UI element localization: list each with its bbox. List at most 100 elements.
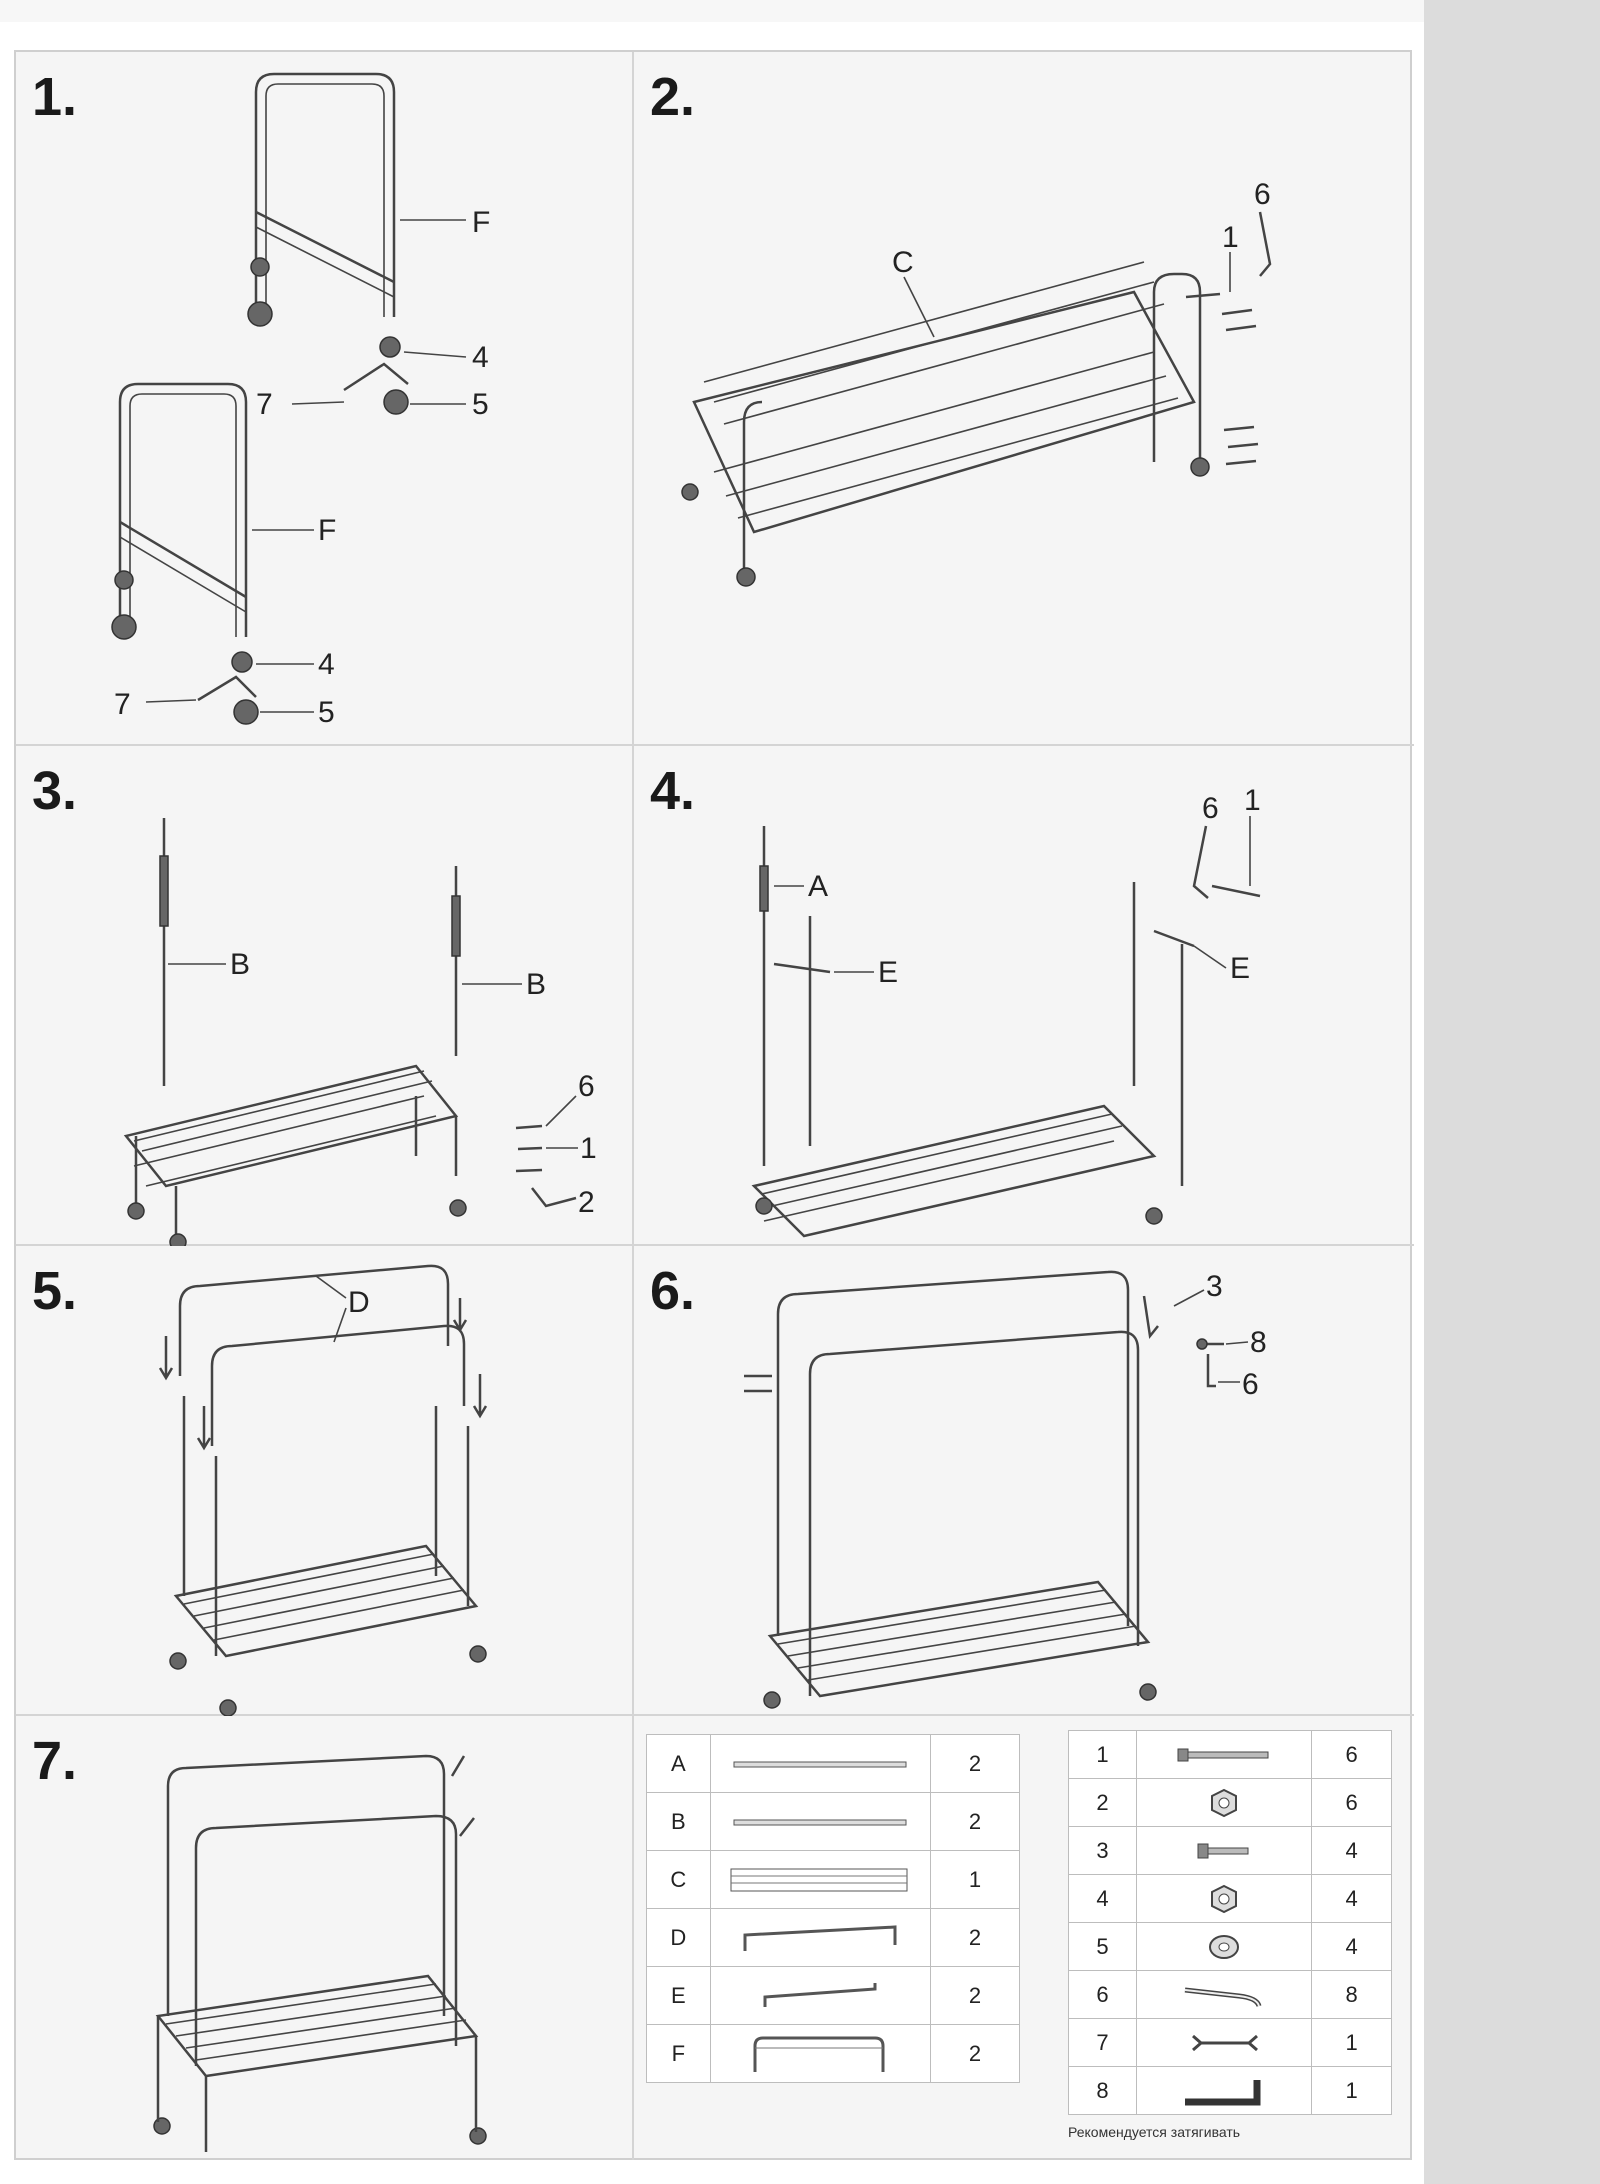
- label-side-bar: E: [878, 956, 898, 989]
- wrench-icon: [1135, 2018, 1313, 2067]
- bent-rail-icon: [709, 1908, 931, 1967]
- part-qty: 2: [929, 1966, 1021, 2025]
- hex-key-icon: [1192, 825, 1209, 899]
- label-top-rail: D: [348, 1286, 370, 1319]
- part-number: 5: [1068, 1922, 1137, 1971]
- table-row: D 2: [646, 1908, 1021, 1967]
- parts-table-numbers: 1 6 2 6 3 4 4 4 5 4 6 8 7 1 8 1: [1068, 1730, 1392, 2115]
- short-bolt-icon: [1135, 1826, 1313, 1875]
- step-5-diagram: D: [158, 1264, 488, 1716]
- table-row: E 2: [646, 1966, 1021, 2025]
- step-6-diagram: 3 8 6: [744, 1270, 1267, 1709]
- step-5-panel: 5. D: [16, 1246, 634, 1716]
- part-number: 8: [1068, 2066, 1137, 2115]
- step-number: 3.: [32, 761, 78, 821]
- part-letter: B: [646, 1792, 711, 1851]
- part-number: 7: [1068, 2018, 1137, 2067]
- u-frame-icon: [709, 2024, 931, 2083]
- label-caster: 5: [318, 696, 335, 729]
- part-letter: E: [646, 1966, 711, 2025]
- part-qty: 6: [1311, 1730, 1392, 1779]
- nut-icon: [1135, 1778, 1313, 1827]
- step-7-diagram: [153, 1754, 487, 2152]
- part-letter: C: [646, 1850, 711, 1909]
- table-row: A 2: [646, 1734, 1021, 1793]
- hex-key-icon: [1206, 1354, 1216, 1388]
- table-row: 2 6: [1068, 1778, 1392, 1827]
- step-number: 7.: [32, 1731, 78, 1791]
- part-qty: 6: [1311, 1778, 1392, 1827]
- top-margin: [0, 0, 1424, 22]
- part-number: 2: [1068, 1778, 1137, 1827]
- label-hex-key: 6: [1242, 1368, 1259, 1401]
- step-6-panel: 6. 3 8 6: [634, 1246, 1414, 1716]
- label-hex-key: 6: [578, 1070, 595, 1103]
- step-4-panel: 4. A E E 6 1: [634, 746, 1414, 1246]
- step-number: 5.: [32, 1261, 78, 1321]
- label-frame: F: [472, 206, 490, 239]
- part-letter: F: [646, 2024, 711, 2083]
- step-number: 4.: [650, 761, 696, 821]
- label-upright: B: [230, 948, 250, 981]
- table-row: 6 8: [1068, 1970, 1392, 2019]
- part-qty: 2: [929, 1792, 1021, 1851]
- part-qty: 1: [1311, 2018, 1392, 2067]
- label-nut: 2: [578, 1186, 595, 1219]
- label-hex-key: 6: [1202, 792, 1219, 825]
- table-row: 1 6: [1068, 1730, 1392, 1779]
- part-number: 1: [1068, 1730, 1137, 1779]
- part-qty: 2: [929, 1734, 1021, 1793]
- label-wrench: 7: [114, 688, 131, 721]
- parts-table-letters: A 2 B 2 C 1 D 2 E 2 F 2: [646, 1734, 1021, 2083]
- hex-key-icon: [1135, 1970, 1313, 2019]
- step-number: 2.: [650, 67, 696, 127]
- arrow-down-icon: [196, 1406, 212, 1451]
- step-1-panel: 1. F 4 5 7: [16, 52, 634, 746]
- table-row: 3 4: [1068, 1826, 1392, 1875]
- arrow-down-icon: [472, 1374, 488, 1419]
- straight-tube-icon: [709, 1734, 931, 1793]
- part-qty: 8: [1311, 1970, 1392, 2019]
- arrow-down-icon: [158, 1336, 174, 1381]
- part-number: 6: [1068, 1970, 1137, 2019]
- table-row: C 1: [646, 1850, 1021, 1909]
- hex-key-icon: [1258, 211, 1272, 277]
- label-hook: 3: [1206, 1270, 1223, 1303]
- shoe-shelf-icon: [709, 1850, 931, 1909]
- label-bolt: 1: [1244, 784, 1261, 817]
- part-letter: A: [646, 1734, 711, 1793]
- washer-icon: [1135, 1922, 1313, 1971]
- label-shelf: C: [892, 246, 914, 279]
- label-hex-key: 6: [1254, 178, 1271, 211]
- bolt-icon: [1185, 292, 1259, 466]
- arrow-down-icon: [452, 1298, 468, 1333]
- step-3-diagram: B B 6 1 2: [123, 818, 597, 1246]
- part-number: 4: [1068, 1874, 1137, 1923]
- part-qty: 4: [1311, 1922, 1392, 1971]
- long-bolt-icon: [1135, 1730, 1313, 1779]
- part-qty: 2: [929, 1908, 1021, 1967]
- label-side-bar: E: [1230, 952, 1250, 985]
- label-bolt: 1: [1222, 221, 1239, 254]
- label-bolt: 1: [580, 1132, 597, 1165]
- step-4-diagram: A E E 6 1: [751, 784, 1261, 1238]
- label-frame: F: [318, 514, 336, 547]
- table-row: 5 4: [1068, 1922, 1392, 1971]
- part-qty: 1: [929, 1850, 1021, 1909]
- hook-icon: [1142, 1295, 1159, 1340]
- label-caster: 5: [472, 388, 489, 421]
- label-caster-nut: 4: [318, 648, 335, 681]
- straight-tube-icon: [709, 1792, 931, 1851]
- table-row: F 2: [646, 2024, 1021, 2083]
- label-caster-nut: 4: [472, 341, 489, 374]
- label-upright: A: [808, 870, 828, 903]
- step-2-panel: 2. C 1: [634, 52, 1414, 746]
- footer-note: Рекомендуется затягивать: [1068, 2124, 1241, 2140]
- hook-icon: [744, 1374, 772, 1393]
- part-qty: 4: [1311, 1826, 1392, 1875]
- step-number: 1.: [32, 67, 78, 127]
- allen-key-icon: [1135, 2066, 1313, 2115]
- step-7-panel: 7.: [16, 1716, 634, 2160]
- part-qty: 4: [1311, 1874, 1392, 1923]
- table-row: 8 1: [1068, 2066, 1392, 2115]
